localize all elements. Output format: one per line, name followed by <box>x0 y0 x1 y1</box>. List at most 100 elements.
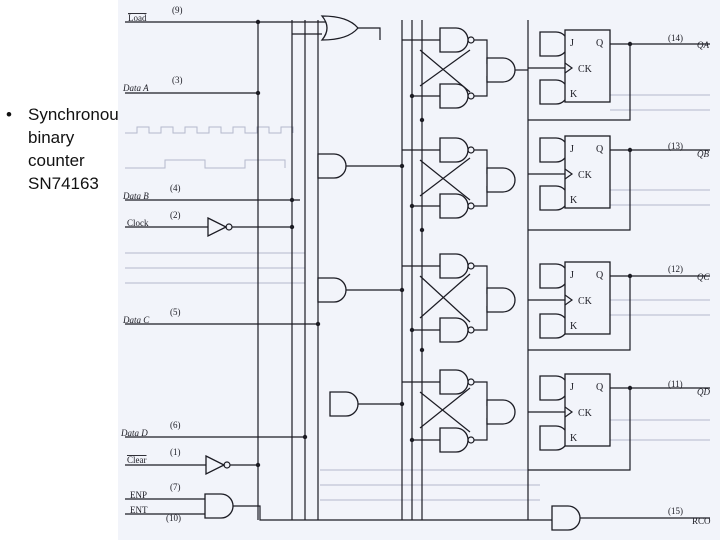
flip-flop-a: J CK K Q <box>564 29 611 103</box>
input-clock-label: Clock <box>127 218 149 228</box>
and-b-enable <box>317 153 347 179</box>
flip-flop-b-body <box>564 135 611 209</box>
bullet-list: • Synchronous binary counter SN74163 <box>4 103 144 195</box>
nand-c-top-bubble <box>467 262 475 270</box>
output-qa-label: QA <box>697 40 709 50</box>
nand-a-top <box>439 27 469 53</box>
input-data-d-label: Data D <box>120 428 148 438</box>
input-ent-label: ENT <box>130 505 148 515</box>
wire-41 <box>474 149 488 174</box>
junction-20 <box>255 462 261 468</box>
flip-flop-a-j: J <box>570 38 574 49</box>
input-labels: Load (9) Data A (3) Data B (4) Clock (2)… <box>120 5 183 523</box>
logic-gates <box>204 15 581 531</box>
flip-flop-a-body <box>564 29 611 103</box>
output-qc-label: QC <box>697 272 710 282</box>
junction-dots <box>255 19 633 468</box>
junction-15 <box>289 224 295 230</box>
wires <box>125 20 710 521</box>
flip-flop-a-ck: CK <box>578 64 593 75</box>
flip-flop-c-ck: CK <box>578 296 593 307</box>
output-labels: (14) QA (13) QB (12) QC (11) QD (15) RCO <box>668 33 711 526</box>
counter-logic-diagram: J CK K Q J CK K Q J CK K Q <box>118 0 720 540</box>
and-c-k <box>539 313 569 339</box>
input-data-d-pin: (6) <box>170 420 181 430</box>
output-rco-pin: (15) <box>668 506 683 516</box>
wire-44 <box>419 157 471 197</box>
flip-flop-a-k: K <box>570 89 578 100</box>
wire-54 <box>419 275 471 323</box>
junction-75 <box>399 401 405 407</box>
input-data-b-pin: (4) <box>170 183 181 193</box>
flip-flop-c-k: K <box>570 321 578 332</box>
input-data-c-label: Data C <box>122 315 150 325</box>
wire-46 <box>528 150 631 231</box>
wire-27 <box>474 39 488 64</box>
flip-flop-d: J CK K Q <box>564 373 611 447</box>
junction-84 <box>419 117 425 123</box>
wire-71 <box>233 505 552 521</box>
wire-66 <box>419 387 471 429</box>
flip-flop-b-j: J <box>570 144 574 155</box>
nand-a-bottom <box>439 83 469 109</box>
junction-79 <box>409 437 415 443</box>
input-load-label: Load <box>128 13 147 23</box>
junction-86 <box>419 347 425 353</box>
inverter-clock <box>207 216 228 238</box>
flip-flop-d-k: K <box>570 433 578 444</box>
flip-flop-b-k: K <box>570 195 578 206</box>
junction-82 <box>302 434 308 440</box>
input-ent-pin: (10) <box>166 513 181 523</box>
junction-76 <box>409 93 415 99</box>
and-c-feedback <box>486 287 516 313</box>
junction-78 <box>409 327 415 333</box>
wire-64 <box>474 418 488 441</box>
junction-36 <box>627 41 633 47</box>
bullet-text: Synchronous binary counter SN74163 <box>28 105 128 193</box>
nand-d-bottom <box>439 427 469 453</box>
nand-c-bottom <box>439 317 469 343</box>
flip-flop-b-clock-mark <box>564 168 574 180</box>
or-gate-load <box>320 15 359 41</box>
flip-flop-c: J CK K Q <box>564 261 611 335</box>
junction-58 <box>627 273 633 279</box>
junction-80 <box>289 197 295 203</box>
input-clock-pin: (2) <box>170 210 181 220</box>
junction-73 <box>399 163 405 169</box>
nand-d-bottom-bubble <box>467 436 475 444</box>
nand-c-bottom-bubble <box>467 326 475 334</box>
wire-42 <box>474 186 488 207</box>
nand-a-top-bubble <box>467 36 475 44</box>
output-qc-pin: (12) <box>668 264 683 274</box>
input-data-a-pin: (3) <box>172 75 183 85</box>
flip-flop-c-j: J <box>570 270 574 281</box>
wire-63 <box>474 381 488 406</box>
and-d-k <box>539 425 569 451</box>
and-rco <box>551 505 581 531</box>
flip-flop-c-q: Q <box>596 270 604 281</box>
background-faint-marks <box>125 94 710 501</box>
nand-a-bottom-bubble <box>467 92 475 100</box>
diagram-paper <box>118 0 720 540</box>
flip-flop-b-q: Q <box>596 144 604 155</box>
junction-47 <box>627 147 633 153</box>
bullet-marker: • <box>6 105 12 124</box>
flip-flop-c-body <box>564 261 611 335</box>
wire-68 <box>528 388 631 471</box>
output-qd-label: QD <box>697 387 710 397</box>
and-b-feedback <box>486 167 516 193</box>
wire-23 <box>358 27 381 40</box>
flip-flop-d-j: J <box>570 382 574 393</box>
and-c-j <box>539 263 569 289</box>
flip-flop-d-ck: CK <box>578 408 593 419</box>
nand-b-top-bubble <box>467 146 475 154</box>
junction-74 <box>399 287 405 293</box>
output-qb-pin: (13) <box>668 141 683 151</box>
nand-b-bottom <box>439 193 469 219</box>
input-data-c-pin: (5) <box>170 307 181 317</box>
wire-33 <box>419 49 471 87</box>
and-a-j <box>539 31 569 57</box>
input-data-a-label: Data A <box>122 83 149 93</box>
and-enable-enp-ent <box>204 493 234 519</box>
